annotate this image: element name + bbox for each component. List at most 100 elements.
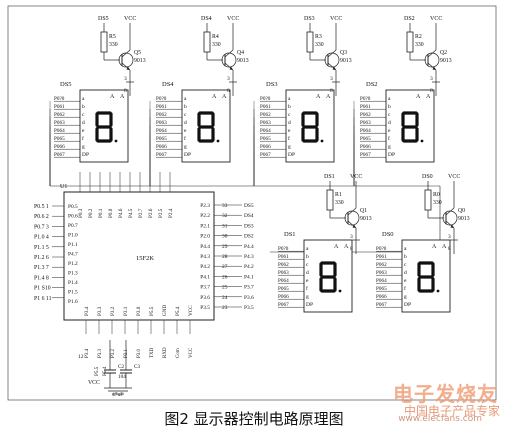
resistor-designator: R2 — [415, 34, 422, 40]
segment-label: d — [306, 270, 309, 276]
resistor — [100, 31, 108, 53]
vcc-label: VCC — [124, 16, 136, 22]
segment-pin-name: P064 — [376, 278, 387, 284]
segment-label: g — [388, 144, 391, 150]
segment-label: g — [82, 144, 85, 150]
mcu-left-pin: P0.7 — [68, 223, 78, 229]
common-label: A — [344, 244, 349, 250]
mcu-right-net: P4.2 — [244, 264, 254, 270]
mcu-right-net: P3.6 — [244, 295, 254, 301]
segment-label: c — [388, 112, 391, 118]
mcu-right-pin: P4.4 — [200, 244, 210, 250]
common-label: A — [212, 94, 217, 100]
segment-pin-name: P067 — [278, 302, 289, 308]
resistor-value: 330 — [212, 42, 221, 48]
segment-label: a — [184, 96, 187, 102]
transistor-designator: Q0 — [458, 208, 465, 214]
mcu-right-num: 23 — [222, 305, 228, 311]
display-label: DS1 — [284, 231, 296, 238]
vcc-label: VCC — [330, 16, 342, 22]
segment-pin-name: P066 — [260, 144, 271, 150]
mcu-top-pin: P2.5 — [158, 208, 164, 218]
driver-net-label: DS0 — [422, 174, 433, 180]
display-label: DS2 — [366, 81, 378, 88]
mcu-right-pin: P4.3 — [200, 254, 210, 260]
display-label: DS0 — [382, 231, 394, 238]
segment-pin-name: P0?0 — [278, 246, 289, 252]
mcu-right-net: P3.5 — [244, 305, 254, 311]
segment-pin-name: P064 — [360, 128, 371, 134]
mcu-right-net: P3.7 — [244, 285, 254, 291]
mcu-bottom-pin: P3.4 — [84, 306, 90, 316]
pin-number: 3 — [430, 76, 433, 82]
transistor-body — [344, 210, 360, 226]
decimal-point — [216, 139, 220, 143]
common-label: A — [334, 244, 339, 250]
segment-pin-name: P065 — [260, 136, 271, 142]
segment-pin-name: P0?0 — [376, 246, 387, 252]
segment-pin-name: P066 — [156, 144, 167, 150]
vcc-label: VCC — [448, 174, 460, 180]
mcu-body — [63, 191, 215, 321]
vcc-label: VCC — [350, 174, 362, 180]
segment-pin-name: P062 — [156, 112, 167, 118]
mcu-top-pin: P4.6 — [118, 208, 124, 218]
emitter-arrow — [126, 66, 130, 70]
pin-number: 8 — [448, 246, 451, 252]
segment-label: b — [82, 104, 85, 110]
pin-number: 8 — [330, 88, 333, 94]
segment-pin-name: P062 — [278, 262, 289, 268]
display-label: DS5 — [60, 81, 72, 88]
common-label: A — [110, 94, 115, 100]
segment-pin-name: P063 — [260, 120, 271, 126]
mcu-right-net: P4.3 — [244, 254, 254, 260]
segment-label: b — [306, 254, 309, 260]
common-label: A — [326, 94, 331, 100]
segment-pin-name: P061 — [360, 104, 371, 110]
resistor-designator: R4 — [212, 34, 219, 40]
mcu-right-num: 27 — [222, 264, 228, 270]
mcu-right-num: 31 — [222, 223, 228, 229]
segment-pin-name: P065 — [54, 136, 65, 142]
transistor-body — [118, 52, 134, 68]
mcu-designator: U1 — [60, 184, 67, 190]
resistor-designator: R3 — [315, 34, 322, 40]
segment-pin-name: P063 — [360, 120, 371, 126]
mcu-left-pin: P1.4 — [68, 280, 78, 286]
mcu-right-num: 25 — [222, 285, 228, 291]
mcu-right-net: DS5 — [244, 203, 254, 209]
transistor-designator: Q2 — [440, 50, 447, 56]
segment-label: b — [404, 254, 407, 260]
segment-pin-name: P067 — [54, 152, 65, 158]
mcu-left-net: P1.0 4 — [34, 235, 49, 241]
segment-label: DP — [82, 152, 89, 158]
mcu-bottom-net: P3.3 — [98, 348, 103, 358]
mcu-left-pin: P1.3 — [68, 271, 78, 277]
segment-pin-name: P064 — [156, 128, 167, 134]
emitter-arrow — [352, 224, 356, 228]
mcu-bottom-pin: P3.1 — [123, 306, 129, 316]
segment-label: c — [306, 262, 309, 268]
transistor-type: 9013 — [237, 58, 249, 64]
segment-pin-name: P067 — [360, 152, 371, 158]
segment-label: d — [82, 120, 85, 126]
segment-label: c — [184, 112, 187, 118]
mcu-right-pin: P4.1 — [200, 274, 210, 280]
segment-label: f — [388, 135, 390, 142]
transistor-type: 9013 — [360, 216, 372, 222]
segment-pin-name: P063 — [54, 120, 65, 126]
resistor — [306, 31, 314, 53]
mcu-bottom-net: P3.2 — [111, 348, 116, 358]
transistor-designator: Q4 — [237, 50, 244, 56]
segment-pin-name: P066 — [376, 294, 387, 300]
transistor-designator: Q1 — [360, 208, 367, 214]
transistor-collector — [224, 49, 234, 58]
mcu-right-pin: P2.0 — [200, 234, 210, 240]
mcu-right-pin: P4.2 — [200, 264, 210, 270]
segment-pin-name: P067 — [156, 152, 167, 158]
